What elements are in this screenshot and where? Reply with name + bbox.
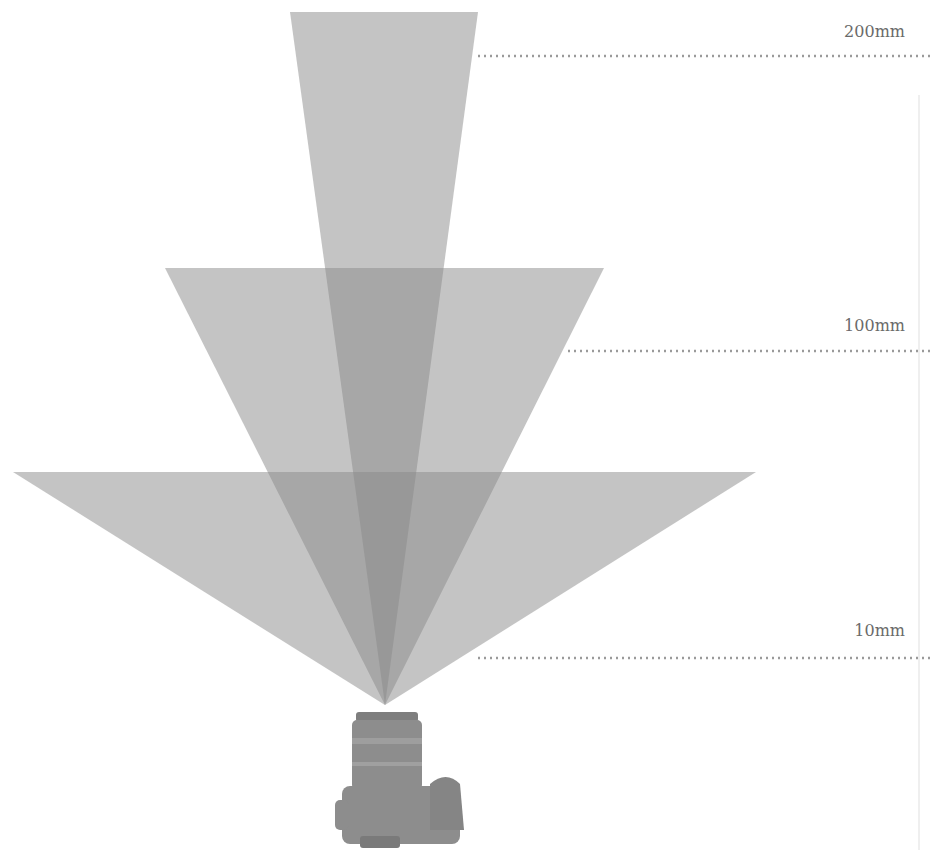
focal-length-label: 200mm (785, 22, 905, 41)
camera-icon (335, 712, 464, 848)
dotted-guide (478, 657, 930, 660)
dotted-guide (478, 55, 930, 58)
dotted-guide (568, 350, 930, 353)
focal-length-label: 100mm (785, 316, 905, 335)
fov-10mm (13, 472, 756, 705)
side-rule (918, 95, 920, 850)
focal-length-label: 10mm (785, 621, 905, 640)
